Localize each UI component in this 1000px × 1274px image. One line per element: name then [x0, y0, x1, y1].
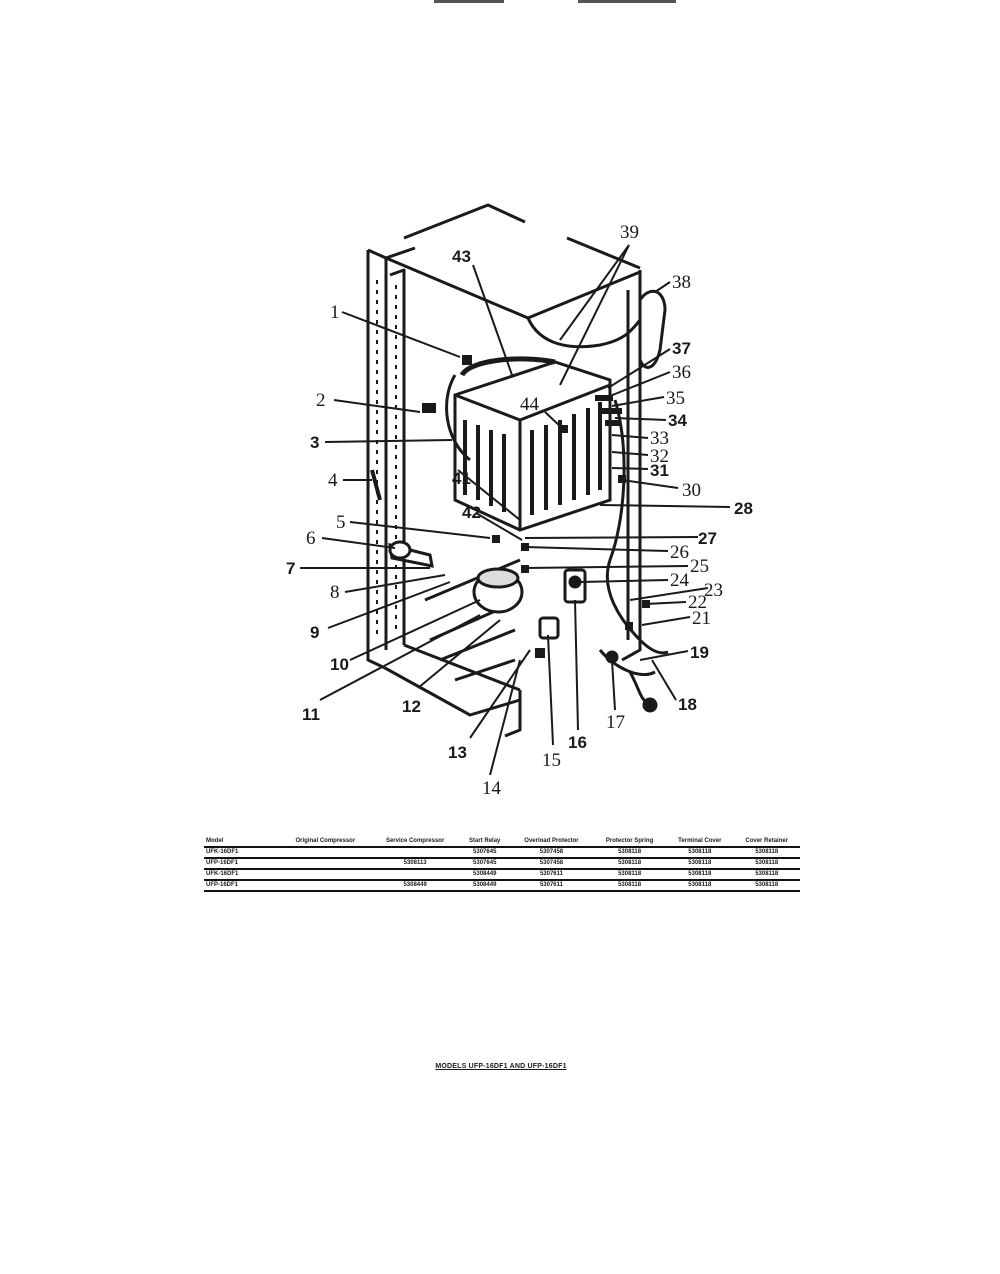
callout-3: 3: [310, 433, 319, 452]
parts-table-header-row: Model Original Compressor Service Compre…: [204, 838, 800, 848]
callout-17: 17: [606, 712, 625, 733]
left-door-gasket: [376, 280, 397, 640]
callout-41: 41: [452, 469, 471, 488]
callout-7: 7: [286, 559, 295, 578]
cell-protector-spring: 5308118: [593, 858, 667, 870]
top-edge-mark-left: [434, 0, 504, 3]
table-row: UFK-16DF1 5307645 5307458 5308118 530811…: [204, 847, 800, 859]
callout-39: 39: [620, 222, 639, 243]
cell-overload-protector: 5307611: [509, 880, 594, 892]
callout-28: 28: [734, 499, 753, 518]
callout-36: 36: [672, 362, 691, 383]
callout-30: 30: [682, 480, 701, 501]
cell-service-compressor: 5308113: [370, 858, 460, 870]
header-protector-spring: Protector Spring: [593, 838, 667, 848]
callout-32: 32: [650, 446, 669, 467]
cell-original-compressor: [280, 847, 371, 859]
cell-model: UFK-16DF1: [204, 869, 280, 881]
callout-42: 42: [462, 503, 481, 522]
cell-cover-retainer: 5308118: [733, 847, 800, 859]
callout-5: 5: [336, 512, 346, 533]
cell-service-compressor: [370, 847, 460, 859]
drain-tube-4: [370, 469, 382, 501]
header-cover-retainer: Cover Retainer: [733, 838, 800, 848]
cell-model: UFP-16DF1: [204, 880, 280, 892]
callout-44: 44: [520, 394, 540, 415]
callout-16: 16: [568, 733, 587, 752]
cell-terminal-cover: 5308118: [666, 880, 734, 892]
callout-8: 8: [330, 582, 340, 603]
cell-model: UFK-16DF1: [204, 847, 280, 859]
compressor-group: [388, 540, 658, 713]
callout-26: 26: [670, 542, 689, 563]
cell-original-compressor: [280, 869, 371, 881]
cell-original-compressor: [280, 880, 371, 892]
callout-34: 34: [668, 411, 687, 430]
callout-13: 13: [448, 743, 467, 762]
cell-protector-spring: 5308118: [593, 869, 667, 881]
callout-43: 43: [452, 247, 471, 266]
cell-start-relay: 5308449: [459, 880, 510, 892]
header-terminal-cover: Terminal Cover: [666, 838, 734, 848]
parts-table: Model Original Compressor Service Compre…: [204, 838, 800, 892]
header-start-relay: Start Relay: [459, 838, 510, 848]
cell-start-relay: 5307645: [459, 858, 510, 870]
cell-start-relay: 5307645: [459, 847, 510, 859]
callout-22: 22: [688, 592, 707, 613]
cell-protector-spring: 5308118: [593, 880, 667, 892]
callout-24: 24: [670, 570, 690, 591]
callout-25: 25: [690, 556, 709, 577]
header-model: Model: [204, 838, 280, 848]
callout-31: 31: [650, 461, 669, 480]
cell-model: UFP-16DF1: [204, 858, 280, 870]
cell-original-compressor: [280, 858, 371, 870]
cell-service-compressor: 5308449: [370, 880, 460, 892]
callout-9: 9: [310, 623, 319, 642]
cell-cover-retainer: 5308118: [733, 869, 800, 881]
refrigerant-tubing: [445, 317, 669, 707]
header-overload-protector: Overload Protector: [509, 838, 594, 848]
cell-service-compressor: [370, 869, 460, 881]
header-service-compressor: Service Compressor: [370, 838, 460, 848]
callout-6: 6: [306, 528, 316, 549]
leader-lines: [300, 244, 731, 776]
cell-cover-retainer: 5308118: [733, 858, 800, 870]
cell-terminal-cover: 5308118: [666, 869, 734, 881]
callout-21: 21: [692, 608, 711, 629]
callout-23: 23: [704, 580, 723, 601]
callout-37: 37: [672, 339, 691, 358]
callout-35: 35: [666, 388, 685, 409]
header-original-compressor: Original Compressor: [280, 838, 371, 848]
evaporator-assembly: [453, 356, 612, 532]
callout-19: 19: [690, 643, 709, 662]
callout-33: 33: [650, 428, 669, 449]
callout-14: 14: [482, 778, 502, 799]
callout-18: 18: [678, 695, 697, 714]
table-row: UFP-16DF1 5308449 5308449 5307611 530811…: [204, 880, 800, 892]
callout-15: 15: [542, 750, 561, 771]
cell-protector-spring: 5308118: [593, 847, 667, 859]
cell-overload-protector: 5307458: [509, 847, 594, 859]
top-edge-mark-right: [578, 0, 676, 3]
diagram-caption: MODELS UFP-16DF1 AND UFP-16DF1: [435, 1063, 567, 1070]
callout-10: 10: [330, 655, 349, 674]
callout-12: 12: [402, 697, 421, 716]
cell-cover-retainer: 5308118: [733, 880, 800, 892]
callout-1: 1: [330, 302, 340, 323]
cell-overload-protector: 5307458: [509, 858, 594, 870]
callout-2: 2: [316, 390, 326, 411]
table-row: UFK-16DF1 5308449 5307611 5308118 530811…: [204, 869, 800, 881]
callout-27: 27: [698, 529, 717, 548]
cell-start-relay: 5308449: [459, 869, 510, 881]
callout-4: 4: [328, 470, 338, 491]
condenser-38: [638, 289, 667, 369]
table-row: UFP-16DF1 5308113 5307645 5307458 530811…: [204, 858, 800, 870]
callout-11: 11: [302, 705, 320, 724]
callout-38: 38: [672, 272, 691, 293]
cell-terminal-cover: 5308118: [666, 847, 734, 859]
cell-overload-protector: 5307611: [509, 869, 594, 881]
cell-terminal-cover: 5308118: [666, 858, 734, 870]
